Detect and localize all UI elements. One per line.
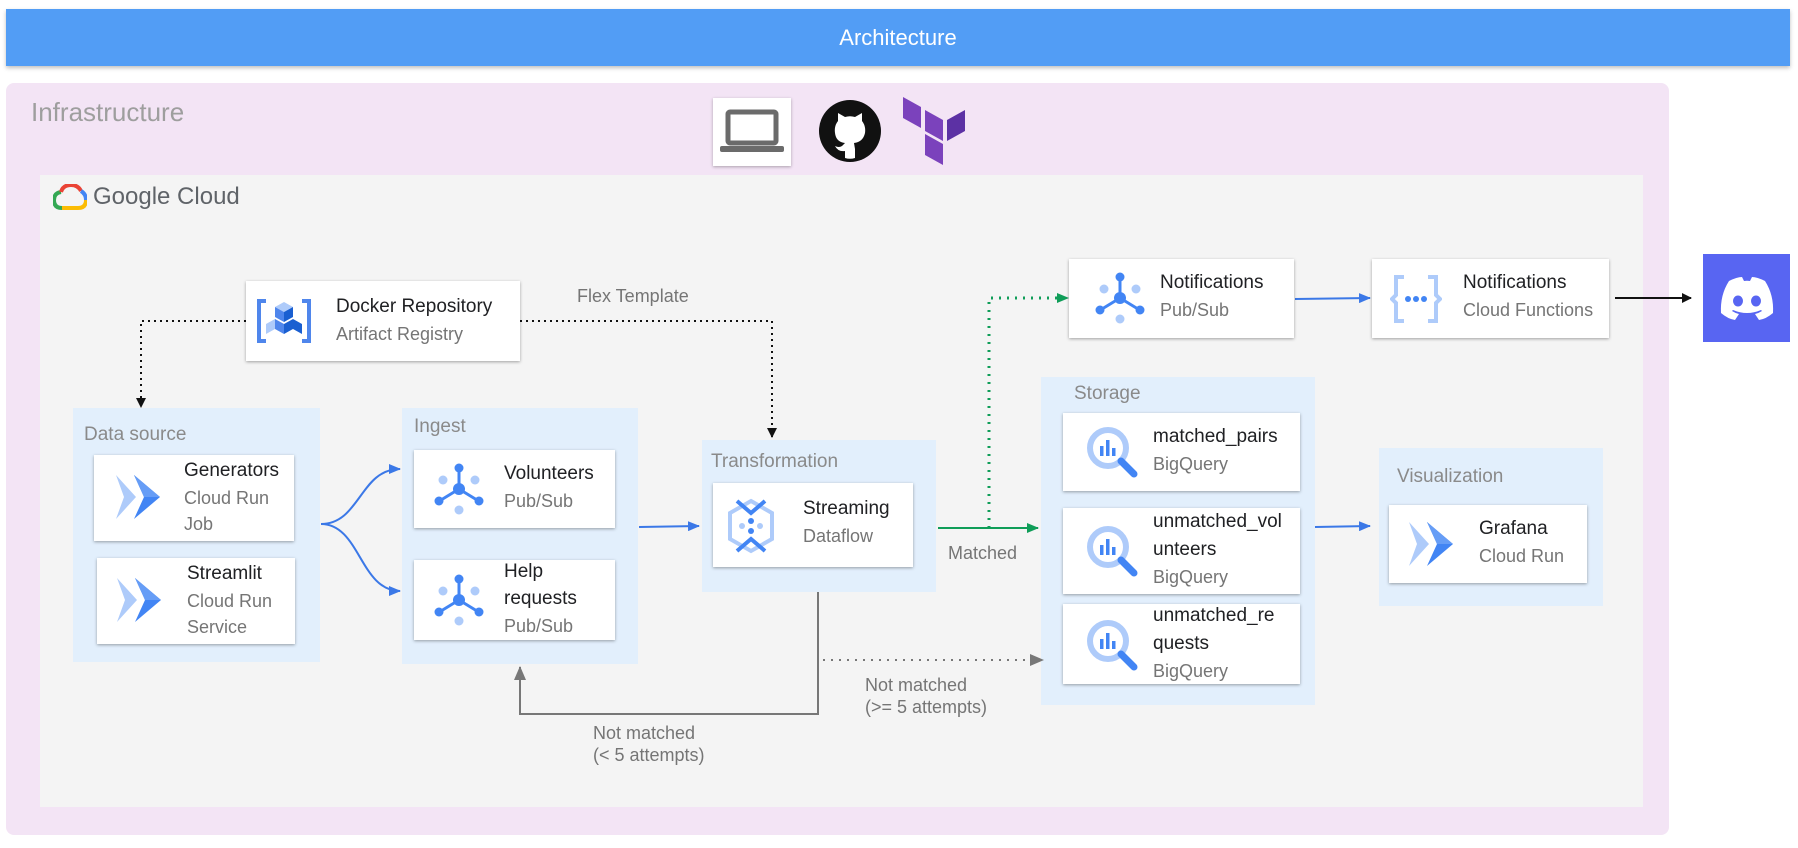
edge-label-matched: Matched [948,543,1018,563]
group-transformation-label: Transformation [711,451,839,472]
generators-title: Generators [184,460,280,481]
edge-datasource-to-volunteers [320,464,401,525]
streamlit-sub2: Service [187,617,248,637]
bigquery-icon [1087,620,1138,671]
edge-label-final-2: (>= 5 attempts) [865,697,988,717]
bigquery-icon [1087,526,1138,577]
bigquery-icon [1087,427,1138,478]
streamlit-sub1: Cloud Run [187,591,273,611]
unmatched-volunteers-title1: unmatched_vol [1153,511,1282,532]
cloud-run-icon [117,578,161,622]
cloud-functions-icon [1390,275,1442,323]
notifications-pubsub-sub: Pub/Sub [1160,300,1230,320]
laptop-icon [713,98,791,166]
cloud-run-icon [1409,522,1453,566]
grafana-node[interactable]: Grafana Cloud Run [1389,505,1587,583]
unmatched-volunteers-title2: unteers [1153,539,1217,560]
volunteers-sub: Pub/Sub [504,491,574,511]
streaming-node[interactable]: Streaming Dataflow [713,483,913,567]
docker-repository-sub: Artifact Registry [336,324,464,344]
artifact-registry-icon [257,299,311,343]
generators-sub1: Cloud Run [184,488,270,508]
header-title: Architecture [839,24,957,50]
help-requests-sub: Pub/Sub [504,616,574,636]
notifications-pubsub-node[interactable]: Notifications Pub/Sub [1069,259,1294,338]
matched-pairs-sub: BigQuery [1153,454,1229,474]
pubsub-icon [1095,272,1145,324]
unmatched-requests-node[interactable]: unmatched_re quests BigQuery [1063,604,1300,684]
notifications-functions-node[interactable]: Notifications Cloud Functions [1372,259,1609,338]
generators-sub2: Job [184,514,214,534]
streaming-title: Streaming [803,498,890,519]
group-data-source-label: Data source [84,424,187,445]
edge-label-retry-2: (< 5 attempts) [593,745,705,765]
generators-node[interactable]: Generators Cloud Run Job [94,455,294,541]
docker-repository-title: Docker Repository [336,296,493,317]
edge-matched-to-notifications [987,293,1069,528]
discord-icon [1703,254,1790,342]
edge-ingest-to-transformation [638,521,700,532]
volunteers-title: Volunteers [504,463,594,484]
notifications-pubsub-title: Notifications [1160,272,1264,293]
edge-storage-to-visualization [1314,521,1371,532]
docker-repository-node[interactable]: Docker Repository Artifact Registry [246,281,520,361]
streamlit-title: Streamlit [187,563,262,584]
google-cloud-label: Google Cloud [93,183,240,210]
edge-docker-to-datasource [136,320,246,408]
unmatched-requests-title2: quests [1153,633,1209,654]
edge-label-retry-1: Not matched [593,723,696,743]
matched-pairs-node[interactable]: matched_pairs BigQuery [1063,413,1300,491]
group-visualization-label: Visualization [1397,466,1504,487]
streamlit-node[interactable]: Streamlit Cloud Run Service [97,558,295,644]
grafana-sub: Cloud Run [1479,546,1565,566]
unmatched-requests-title1: unmatched_re [1153,605,1275,626]
group-ingest-label: Ingest [414,416,466,437]
edge-docker-to-transformation [520,320,777,438]
unmatched-volunteers-sub: BigQuery [1153,567,1229,587]
google-cloud-icon [53,184,87,210]
edge-label-flex-template: Flex Template [577,286,689,306]
header-bar: Architecture [6,9,1790,66]
pubsub-icon [434,574,484,626]
edge-datasource-to-requests [320,523,401,596]
notifications-functions-title: Notifications [1463,272,1567,293]
infrastructure-label: Infrastructure [31,97,185,127]
group-storage-label: Storage [1074,383,1141,404]
cloud-run-icon [116,475,160,519]
unmatched-requests-sub: BigQuery [1153,661,1229,681]
github-icon [817,98,883,164]
matched-pairs-title: matched_pairs [1153,426,1278,447]
dataflow-icon [728,498,774,554]
edge-retry-loop [514,592,819,715]
unmatched-volunteers-node[interactable]: unmatched_vol unteers BigQuery [1063,508,1300,594]
help-requests-node[interactable]: Help requests Pub/Sub [414,560,615,640]
edge-pubsub-to-functions [1294,293,1371,304]
edge-label-final-1: Not matched [865,675,968,695]
grafana-title: Grafana [1479,518,1548,539]
pubsub-icon [434,463,484,515]
help-requests-title1: Help [504,561,544,582]
streaming-sub: Dataflow [803,526,874,546]
help-requests-title2: requests [504,588,577,609]
notifications-functions-sub: Cloud Functions [1463,300,1594,320]
volunteers-node[interactable]: Volunteers Pub/Sub [414,450,615,528]
google-cloud-logo: Google Cloud [53,183,240,211]
terraform-icon [903,97,965,165]
